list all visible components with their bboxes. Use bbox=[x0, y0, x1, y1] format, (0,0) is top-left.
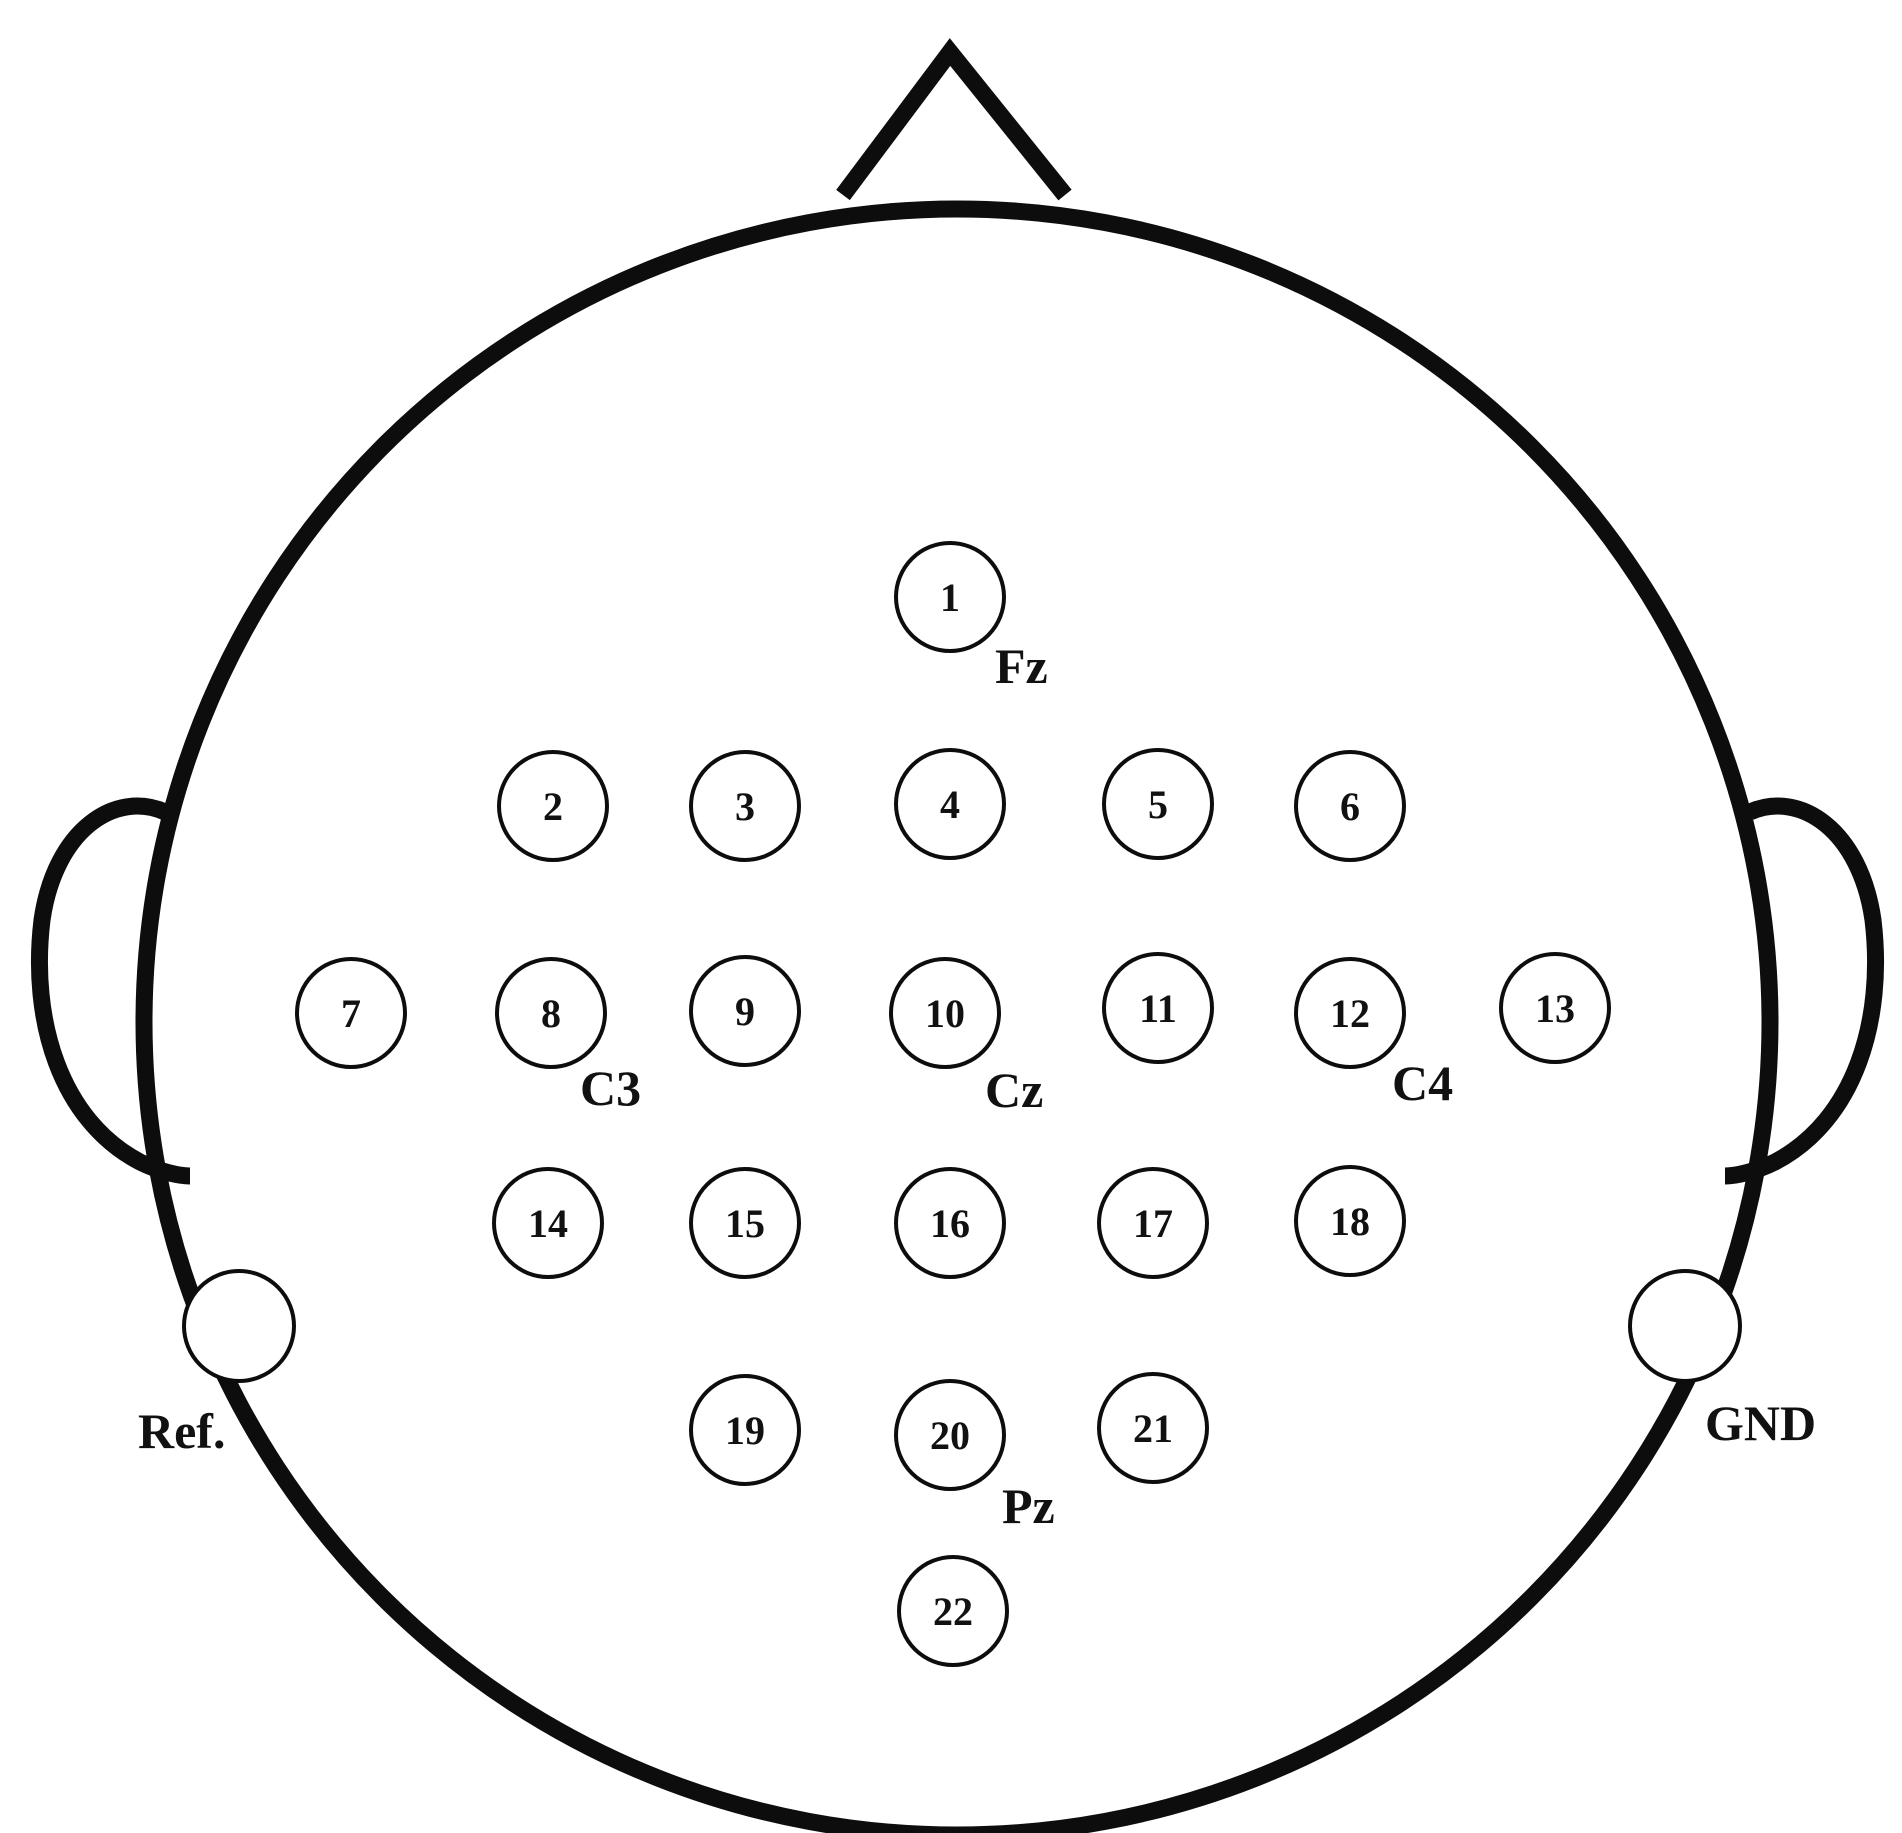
electrode-number: 10 bbox=[925, 991, 965, 1036]
electrode-number: 18 bbox=[1330, 1199, 1370, 1244]
electrode-number: 6 bbox=[1340, 784, 1360, 829]
reference-label: Ref. bbox=[138, 1403, 225, 1459]
electrode-number: 12 bbox=[1330, 991, 1370, 1036]
electrode-grid: 1 2 3 4 5 6 7 8 bbox=[295, 541, 1611, 1667]
electrode-number: 11 bbox=[1139, 986, 1177, 1031]
electrode-20: 20 bbox=[894, 1379, 1006, 1491]
electrode-17: 17 bbox=[1097, 1167, 1209, 1279]
electrode-4: 4 bbox=[894, 748, 1006, 860]
electrode-8: 8 bbox=[495, 957, 607, 1069]
electrode-6: 6 bbox=[1294, 750, 1406, 862]
electrode-number: 21 bbox=[1133, 1406, 1173, 1451]
electrode-5: 5 bbox=[1102, 748, 1214, 860]
electrode-number: 14 bbox=[528, 1201, 568, 1246]
site-label-c3: C3 bbox=[580, 1060, 641, 1116]
electrode-number: 7 bbox=[341, 991, 361, 1036]
electrode-number: 13 bbox=[1535, 986, 1575, 1031]
electrode-number: 15 bbox=[725, 1201, 765, 1246]
site-label-c4: C4 bbox=[1392, 1055, 1453, 1111]
electrode-18: 18 bbox=[1294, 1165, 1406, 1277]
site-label-fz: Fz bbox=[995, 638, 1048, 694]
ground-node bbox=[1628, 1269, 1742, 1383]
electrode-21: 21 bbox=[1097, 1372, 1209, 1484]
electrode-14: 14 bbox=[492, 1167, 604, 1279]
reference-node bbox=[182, 1269, 296, 1383]
electrode-7: 7 bbox=[295, 957, 407, 1069]
electrode-number: 4 bbox=[940, 782, 960, 827]
electrode-3: 3 bbox=[689, 750, 801, 862]
site-label-pz: Pz bbox=[1002, 1478, 1055, 1534]
nose bbox=[836, 38, 1072, 201]
ground-label: GND bbox=[1705, 1395, 1816, 1451]
electrode-number: 16 bbox=[930, 1201, 970, 1246]
electrode-number: 20 bbox=[930, 1413, 970, 1458]
electrode-11: 11 bbox=[1102, 952, 1214, 1064]
electrode-number: 17 bbox=[1133, 1201, 1173, 1246]
electrode-22: 22 bbox=[897, 1555, 1009, 1667]
electrode-number: 1 bbox=[940, 575, 960, 620]
electrode-number: 5 bbox=[1148, 782, 1168, 827]
electrode-number: 3 bbox=[735, 784, 755, 829]
electrode-number: 9 bbox=[735, 989, 755, 1034]
electrode-10: 10 bbox=[889, 957, 1001, 1069]
electrode-number: 19 bbox=[725, 1408, 765, 1453]
electrode-19: 19 bbox=[689, 1374, 801, 1486]
electrode-13: 13 bbox=[1499, 952, 1611, 1064]
electrode-12: 12 bbox=[1294, 957, 1406, 1069]
head-outline bbox=[135, 200, 1779, 1833]
electrode-9: 9 bbox=[689, 955, 801, 1067]
electrode-2: 2 bbox=[497, 750, 609, 862]
electrode-16: 16 bbox=[894, 1167, 1006, 1279]
right-ear bbox=[1724, 797, 1884, 1185]
electrode-number: 8 bbox=[541, 991, 561, 1036]
electrode-number: 2 bbox=[543, 784, 563, 829]
electrode-number: 22 bbox=[933, 1589, 973, 1634]
electrode-15: 15 bbox=[689, 1167, 801, 1279]
electrode-1: 1 bbox=[894, 541, 1006, 653]
site-label-cz: Cz bbox=[985, 1062, 1043, 1118]
